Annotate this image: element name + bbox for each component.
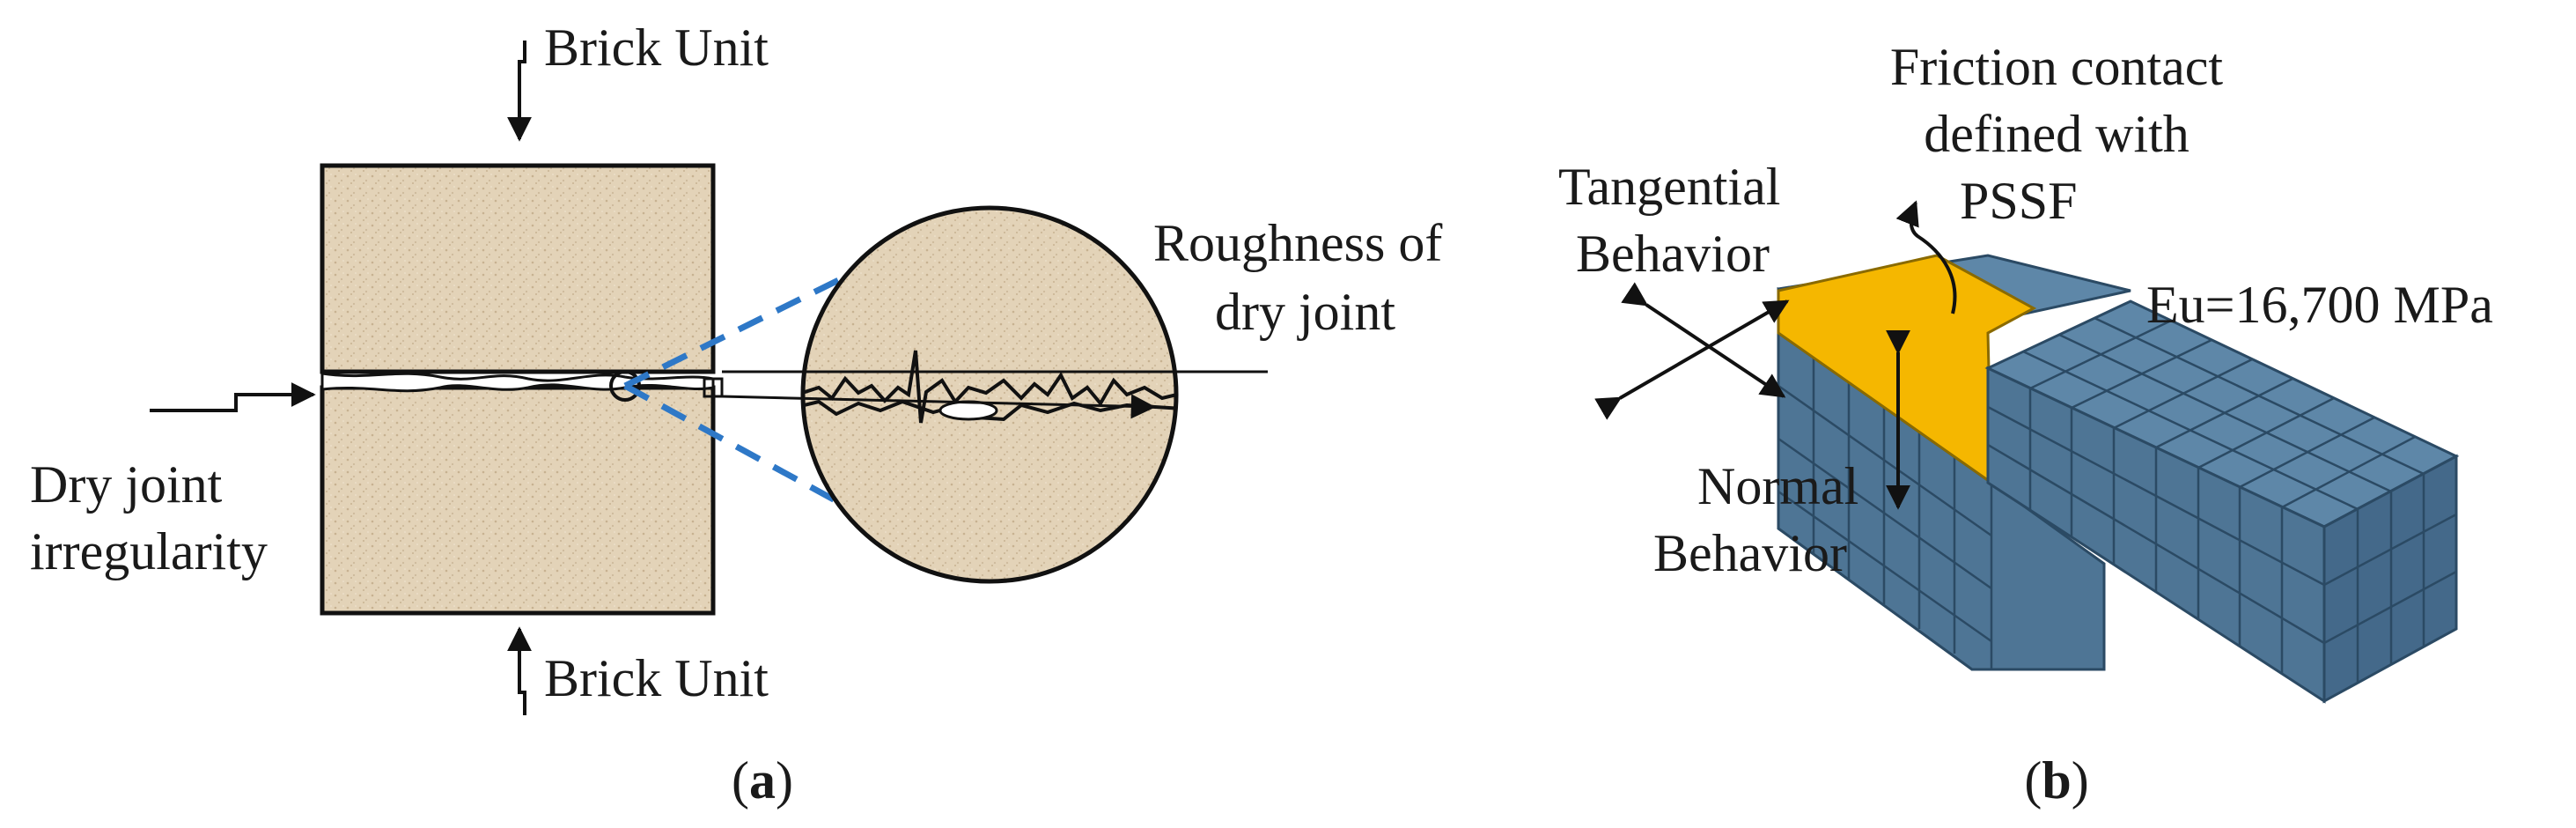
top-load-arrow <box>507 41 532 142</box>
magnified-roughness <box>803 350 1176 424</box>
tangential-label-line1: Tangential <box>1558 158 1780 216</box>
zoom-origin-box <box>703 377 724 398</box>
left-label-line1: Dry joint <box>30 455 223 514</box>
normal-label-line1: Normal <box>1697 457 1858 515</box>
lower-block-mesh <box>1777 358 1993 669</box>
caption-a: (a) <box>732 751 793 810</box>
zoom-line-lower <box>623 382 979 581</box>
tangential-label-line2: Behavior <box>1576 225 1770 283</box>
zoom-origin-circle <box>609 370 641 402</box>
left-label-line2: irregularity <box>30 522 268 580</box>
normal-label-line2: Behavior <box>1653 524 1847 582</box>
right-label-line1: Roughness of <box>1153 214 1442 272</box>
right-label-line2: dry joint <box>1215 283 1395 341</box>
upper-block-mesh <box>1987 316 2457 683</box>
tangential-arrow-1 <box>1621 282 1786 398</box>
friction-label-line2: defined with <box>1924 105 2190 163</box>
panel-a: Brick Unit Brick Unit Dry joint irregula… <box>30 18 1442 810</box>
left-pointer-arrow <box>150 382 316 412</box>
friction-label-line1: Friction contact <box>1890 38 2224 96</box>
magnified-joint-circle <box>800 205 1179 584</box>
modulus-label: Eu=16,700 MPa <box>2146 276 2493 334</box>
lower-brick <box>320 385 716 616</box>
panel-b: Tangential Behavior Normal Behavior Fric… <box>1558 38 2493 810</box>
joint-arrow <box>721 394 1156 419</box>
upper-brick <box>320 163 716 374</box>
bottom-load-arrow <box>507 626 532 715</box>
friction-label-line3: PSSF <box>1960 172 2077 230</box>
top-brick-label: Brick Unit <box>544 18 769 77</box>
caption-b: (b) <box>2024 751 2088 810</box>
tangential-arrow-2 <box>1594 299 1790 420</box>
bottom-brick-label: Brick Unit <box>544 649 769 707</box>
zoom-line-upper <box>623 208 979 389</box>
friction-pointer <box>1895 200 1957 314</box>
